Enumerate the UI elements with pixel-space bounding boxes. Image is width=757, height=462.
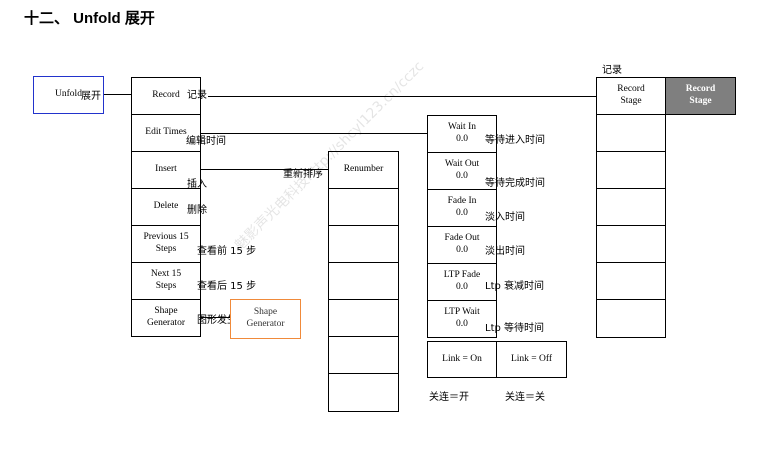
menu-previous-15-steps[interactable]: Previous 15 Steps — [131, 225, 201, 263]
record-stage-empty-row — [596, 188, 666, 226]
connector-insert-renumber — [200, 169, 329, 170]
ltp-wait-cn-label: Ltp 等待时间 — [485, 323, 545, 334]
renumber-empty-row — [328, 336, 399, 374]
menu-next-15-steps[interactable]: Next 15 Steps — [131, 262, 201, 300]
record-stage-empty-row — [596, 225, 666, 263]
record-stage-gray-label: Record Stage — [685, 84, 716, 106]
connector-shape-generator — [200, 317, 231, 318]
menu-record[interactable]: Record — [131, 77, 201, 115]
record-stage-empty-row — [596, 299, 666, 338]
unfold-box[interactable]: Unfold — [33, 76, 104, 114]
wait-in-field[interactable]: Wait In 0.0 — [427, 115, 497, 153]
fade-out-field[interactable]: Fade Out 0.0 — [427, 226, 497, 264]
renumber-empty-row — [328, 188, 399, 226]
menu-previous-label: Previous 15 Steps — [143, 232, 189, 254]
record-stage-empty-row — [596, 151, 666, 189]
record-stage-label: Record Stage — [617, 84, 645, 106]
shape-generator-box-label: Shape Generator — [246, 307, 285, 329]
unfold-cn-label: 展开 — [81, 91, 101, 102]
link-off-button[interactable]: Link = Off — [496, 341, 567, 378]
shape-generator-box[interactable]: Shape Generator — [230, 299, 301, 339]
page-title: 十二、 Unfold 展开 — [24, 10, 155, 27]
ltp-fade-cn-label: Ltp 衰减时间 — [485, 281, 545, 292]
fade-out-label: Fade Out 0.0 — [444, 233, 480, 255]
previous-cn-label: 查看前 15 步 — [197, 246, 257, 257]
link-off-cn-label: 关连＝关 — [505, 392, 545, 403]
ltp-wait-field[interactable]: LTP Wait 0.0 — [427, 300, 497, 338]
wait-in-label: Wait In 0.0 — [448, 122, 476, 144]
delete-cn-label: 删除 — [187, 205, 207, 216]
menu-shape-generator-label: Shape Generator — [147, 306, 185, 328]
connector-edit-times — [200, 133, 427, 134]
wait-out-cn-label: 等待完成时间 — [485, 178, 545, 189]
menu-next-label: Next 15 Steps — [150, 269, 182, 291]
fade-in-cn-label: 淡入时间 — [485, 212, 525, 223]
link-on-cn-label: 关连＝开 — [429, 392, 469, 403]
menu-shape-generator[interactable]: Shape Generator — [131, 299, 201, 337]
connector-unfold-record — [103, 94, 132, 95]
link-on-label: Link = On — [442, 353, 482, 364]
ltp-wait-label: LTP Wait 0.0 — [444, 307, 480, 329]
wait-out-field[interactable]: Wait Out 0.0 — [427, 152, 497, 190]
ltp-fade-field[interactable]: LTP Fade 0.0 — [427, 263, 497, 301]
menu-delete-label: Delete — [153, 201, 179, 212]
insert-cn-label: 插入 — [187, 179, 207, 190]
connector-record-stage — [208, 96, 596, 97]
wait-out-label: Wait Out 0.0 — [444, 159, 480, 181]
record-stage-gray-box[interactable]: Record Stage — [665, 77, 736, 115]
renumber-cn-label: 重新排序 — [283, 169, 323, 180]
record-stage-box[interactable]: Record Stage — [596, 77, 666, 115]
shape-generator-cn-label: 图形发生器 — [197, 315, 247, 326]
renumber-label: Renumber — [343, 164, 384, 175]
ltp-fade-label: LTP Fade 0.0 — [443, 270, 481, 292]
menu-insert[interactable]: Insert — [131, 151, 201, 189]
menu-delete[interactable]: Delete — [131, 188, 201, 226]
link-on-button[interactable]: Link = On — [427, 341, 497, 378]
unfold-label: Unfold — [55, 89, 82, 100]
record-stage-empty-row — [596, 114, 666, 152]
renumber-empty-row — [328, 373, 399, 412]
fade-out-cn-label: 淡出时间 — [485, 246, 525, 257]
link-off-label: Link = Off — [510, 353, 553, 364]
record-cn-label: 记录 — [187, 90, 207, 101]
fade-in-label: Fade In 0.0 — [447, 196, 477, 218]
wait-in-cn-label: 等待进入时间 — [485, 135, 545, 146]
renumber-empty-row — [328, 262, 399, 300]
renumber-empty-row — [328, 225, 399, 263]
edit-times-cn-label: 编辑时间 — [186, 136, 226, 147]
record-stage-cn-label: 记录 — [602, 65, 622, 76]
renumber-box[interactable]: Renumber — [328, 151, 399, 189]
fade-in-field[interactable]: Fade In 0.0 — [427, 189, 497, 227]
menu-record-label: Record — [152, 90, 180, 101]
renumber-empty-row — [328, 299, 399, 337]
next-cn-label: 查看后 15 步 — [197, 281, 257, 292]
menu-insert-label: Insert — [155, 164, 177, 175]
menu-edit-times-label: Edit Times — [145, 127, 187, 138]
record-stage-empty-row — [596, 262, 666, 300]
